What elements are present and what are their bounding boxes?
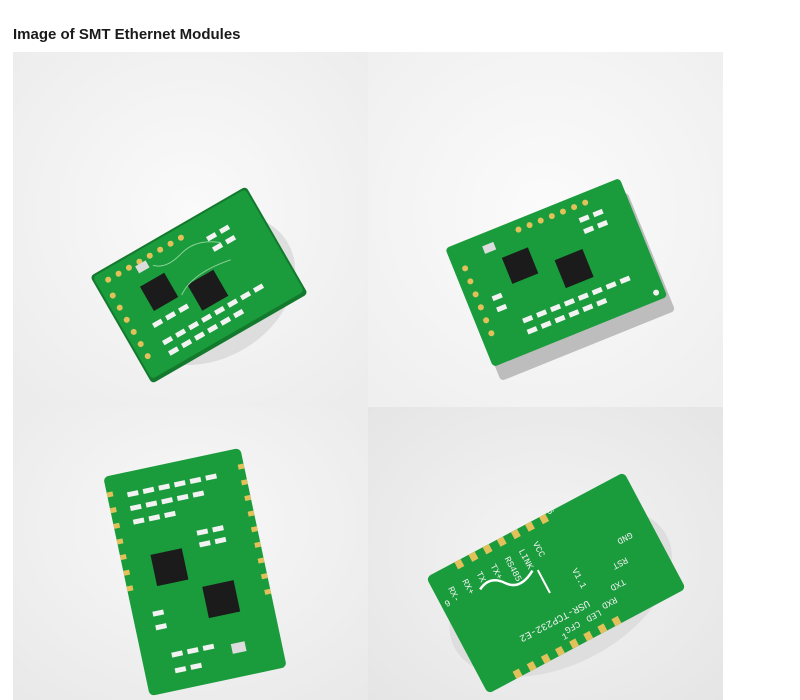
module-photo-1 xyxy=(13,52,368,407)
module-photo-4: 16 VCC LINK RS485 TX+ TX- RX+ RX- V1.1 G… xyxy=(368,407,723,700)
silk-pin-9: 9 xyxy=(443,598,452,609)
module-photo-3 xyxy=(13,407,368,700)
silk-pin-1: 1 xyxy=(560,631,569,642)
silk-pin-16: 16 xyxy=(542,502,556,516)
module-photo-2 xyxy=(368,52,723,407)
page-title: Image of SMT Ethernet Modules xyxy=(13,26,241,43)
